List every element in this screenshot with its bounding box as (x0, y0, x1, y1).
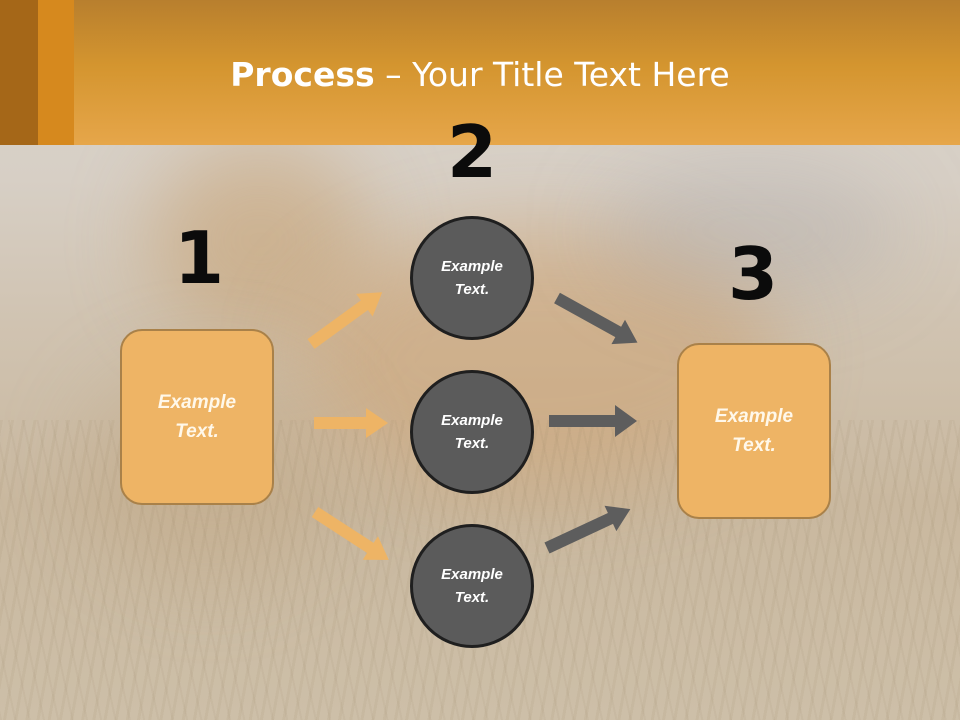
box-right-text: Example Text. (714, 406, 794, 456)
arrow-icon (307, 292, 383, 349)
circle-bottom-text: Example Text. (441, 566, 503, 606)
step-number-1: 1 (173, 216, 225, 300)
circle-top-text: Example Text. (441, 258, 503, 298)
title-rest: – Your Title Text Here (374, 55, 730, 94)
step-number-3: 3 (727, 232, 779, 316)
slide-title: Process – Your Title Text Here (0, 54, 960, 96)
arrow-icon (554, 292, 638, 345)
box-left: Example Text. (120, 329, 274, 505)
header-accent-mid (38, 0, 74, 145)
circle-top: Example Text. (410, 216, 534, 340)
box-right: Example Text. (677, 343, 831, 519)
step-number-2: 2 (446, 110, 498, 194)
circle-bottom: Example Text. (410, 524, 534, 648)
arrow-icon (544, 505, 631, 554)
circle-middle-text: Example Text. (441, 412, 503, 452)
arrow-icon (549, 405, 637, 437)
circle-middle: Example Text. (410, 370, 534, 494)
header-band (0, 0, 960, 145)
title-bold: Process (230, 55, 375, 94)
arrow-icon (311, 506, 389, 560)
header-accent-dark (0, 0, 38, 145)
arrow-icon (314, 408, 388, 438)
box-left-text: Example Text. (157, 392, 237, 442)
